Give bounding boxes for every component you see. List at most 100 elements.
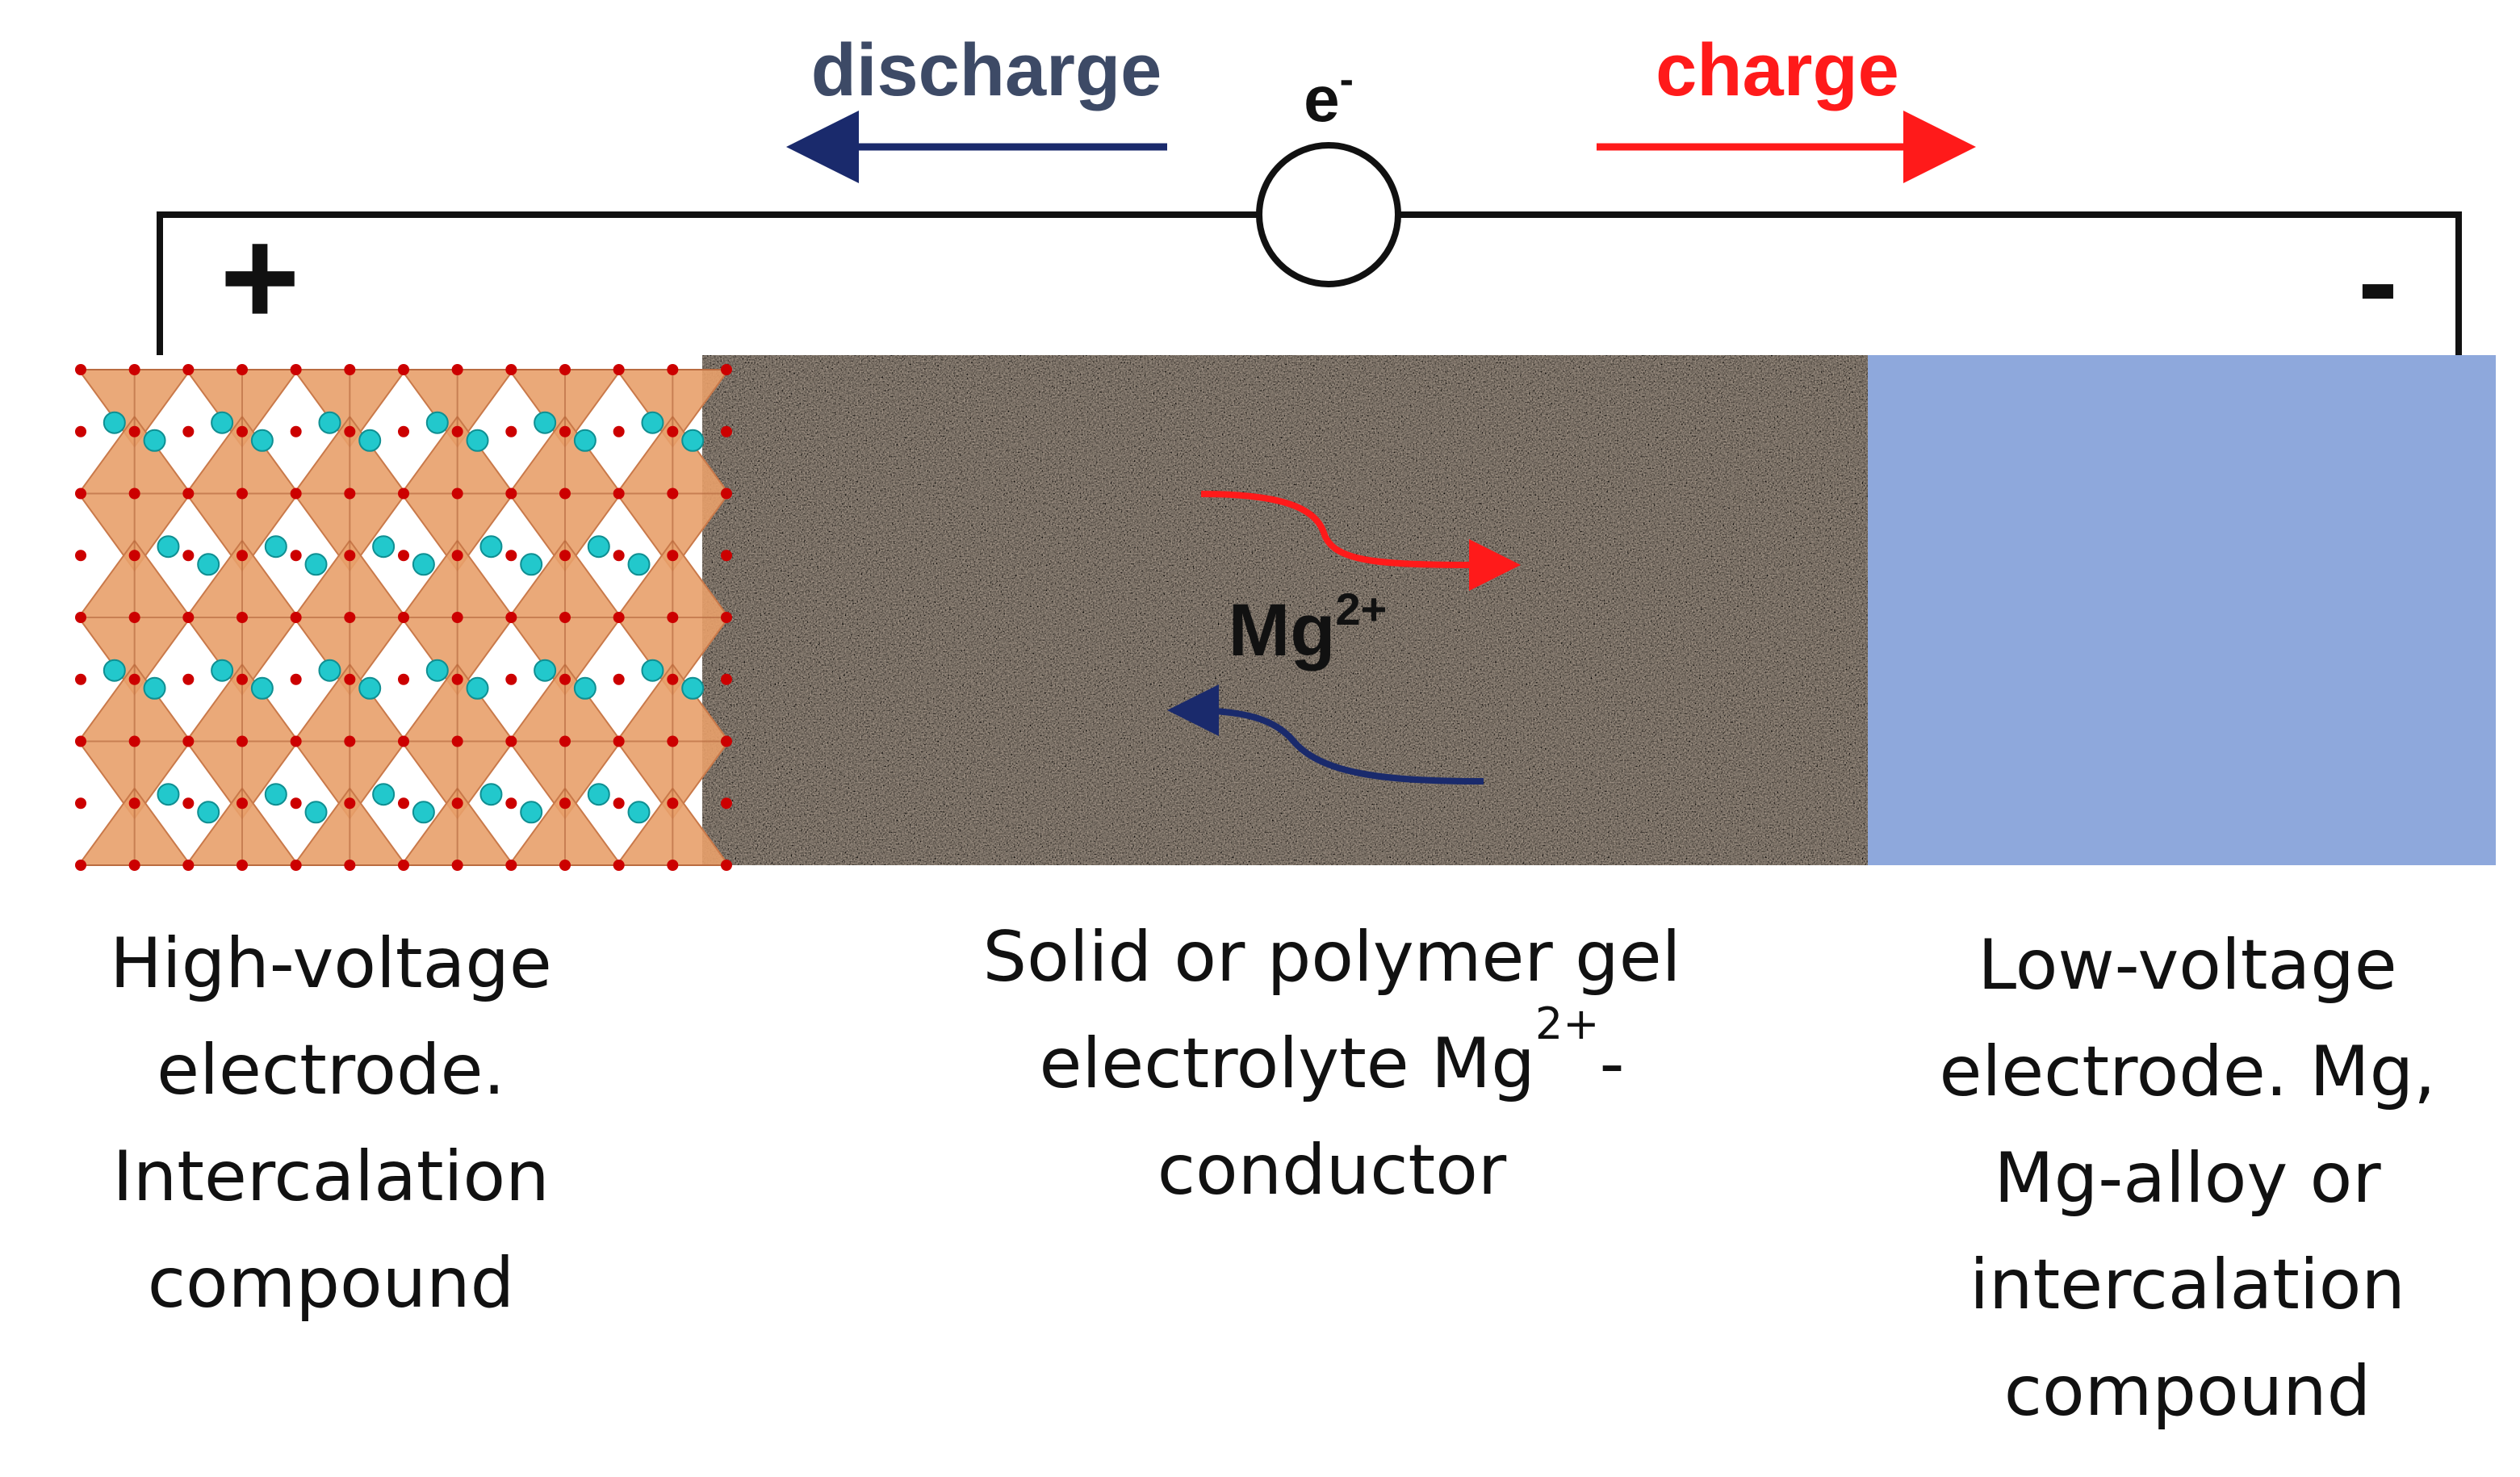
oxygen-atom xyxy=(237,425,248,437)
mg-site-atom xyxy=(479,783,503,806)
oxygen-atom xyxy=(667,860,679,871)
oxygen-atom xyxy=(128,364,140,375)
oxygen-atom xyxy=(290,860,302,871)
cathode-caption-line-1: High-voltage xyxy=(110,923,552,1004)
oxygen-atom xyxy=(182,735,195,747)
oxygen-atom xyxy=(75,425,86,437)
mg-site-atom xyxy=(143,429,166,452)
oxygen-atom xyxy=(721,860,732,871)
oxygen-atom xyxy=(182,673,195,685)
electron-label: e- xyxy=(1304,56,1354,135)
oxygen-atom xyxy=(505,673,517,685)
oxygen-atom xyxy=(451,797,463,810)
oxygen-atom xyxy=(559,860,571,871)
oxygen-atom xyxy=(667,550,679,562)
oxygen-atom xyxy=(128,797,140,810)
oxygen-atom xyxy=(344,860,356,871)
mg-site-atom xyxy=(412,801,435,824)
mg-site-atom xyxy=(304,553,328,576)
mg-site-atom xyxy=(372,535,396,559)
oxygen-atom xyxy=(613,425,625,437)
mg-charge-arrow xyxy=(1200,491,1521,591)
mg-site-atom xyxy=(466,429,489,452)
oxygen-atom xyxy=(613,612,625,623)
oxygen-atom xyxy=(667,425,679,437)
oxygen-atom xyxy=(237,612,248,623)
oxygen-atom xyxy=(398,673,409,685)
oxygen-atom xyxy=(721,797,732,810)
oxygen-atom xyxy=(290,797,302,810)
oxygen-atom xyxy=(613,673,625,685)
mg-site-atom xyxy=(250,429,274,452)
oxygen-atom xyxy=(505,860,517,871)
oxygen-atom xyxy=(559,364,571,375)
mg-site-atom xyxy=(520,553,543,576)
anode-block xyxy=(1868,355,2496,865)
cathode-caption: High-voltage electrode. Intercalation co… xyxy=(32,910,630,1337)
oxygen-atom xyxy=(451,860,463,871)
anode-caption: Low-voltage electrode. Mg, Mg-alloy or i… xyxy=(1865,912,2510,1445)
oxygen-atom xyxy=(667,673,679,685)
oxygen-atom xyxy=(75,673,86,685)
oxygen-atom xyxy=(505,487,517,500)
oxygen-atom xyxy=(667,735,679,747)
oxygen-atom xyxy=(559,612,571,623)
oxygen-atom xyxy=(451,612,463,623)
mg-site-atom xyxy=(681,676,705,700)
oxygen-atom xyxy=(613,735,625,747)
circuit-wire xyxy=(157,211,2462,355)
electrolyte-caption: Solid or polymer gel electrolyte Mg2+- c… xyxy=(864,904,1800,1224)
oxygen-atom xyxy=(182,860,195,871)
oxygen-atom xyxy=(398,735,409,747)
anode-caption-line-1: Low-voltage xyxy=(1978,925,2397,1006)
oxygen-atom xyxy=(721,612,732,623)
mg-site-atom xyxy=(250,676,274,700)
minus-sign: - xyxy=(2358,213,2398,349)
oxygen-atom xyxy=(451,364,463,375)
mg-site-atom xyxy=(425,411,449,434)
mg-site-atom xyxy=(318,411,341,434)
mg-site-atom xyxy=(534,659,557,682)
mg-site-atom xyxy=(425,659,449,682)
oxygen-atom xyxy=(128,612,140,623)
oxygen-atom xyxy=(721,735,732,747)
oxygen-atom xyxy=(237,550,248,562)
anode-caption-line-3: Mg-alloy or xyxy=(1994,1138,2381,1219)
oxygen-atom xyxy=(237,735,248,747)
mg-site-atom xyxy=(641,411,664,434)
oxygen-atom xyxy=(721,550,732,562)
oxygen-atom xyxy=(505,364,517,375)
mg-site-atom xyxy=(573,429,597,452)
oxygen-atom xyxy=(237,487,248,500)
mg-site-atom xyxy=(412,553,435,576)
electrolyte-caption-text: electrolyte Mg xyxy=(1039,1023,1535,1104)
mg-site-atom xyxy=(264,535,287,559)
oxygen-atom xyxy=(290,364,302,375)
oxygen-atom xyxy=(505,425,517,437)
oxygen-atom xyxy=(398,860,409,871)
cathode-caption-line-4: compound xyxy=(147,1243,515,1324)
oxygen-atom xyxy=(75,364,86,375)
oxygen-atom xyxy=(290,487,302,500)
oxygen-atom xyxy=(613,364,625,375)
oxygen-atom xyxy=(75,735,86,747)
electron-symbol: e xyxy=(1304,63,1340,135)
oxygen-atom xyxy=(451,487,463,500)
oxygen-atom xyxy=(721,425,732,437)
electrolyte-caption-line-2: electrolyte Mg2+- xyxy=(864,1002,1800,1117)
electrolyte-caption-sup: 2+ xyxy=(1534,998,1600,1050)
mg-site-atom xyxy=(211,411,234,434)
oxygen-atom xyxy=(182,487,195,500)
oxygen-atom xyxy=(559,735,571,747)
oxygen-atom xyxy=(344,612,356,623)
oxygen-atom xyxy=(667,797,679,810)
mg-site-atom xyxy=(573,676,597,700)
oxygen-atom xyxy=(559,425,571,437)
oxygen-atom xyxy=(128,425,140,437)
oxygen-atom xyxy=(398,797,409,810)
mg-site-atom xyxy=(197,553,220,576)
mg-site-atom xyxy=(197,801,220,824)
oxygen-atom xyxy=(290,550,302,562)
mg-site-atom xyxy=(479,535,503,559)
oxygen-atom xyxy=(559,797,571,810)
